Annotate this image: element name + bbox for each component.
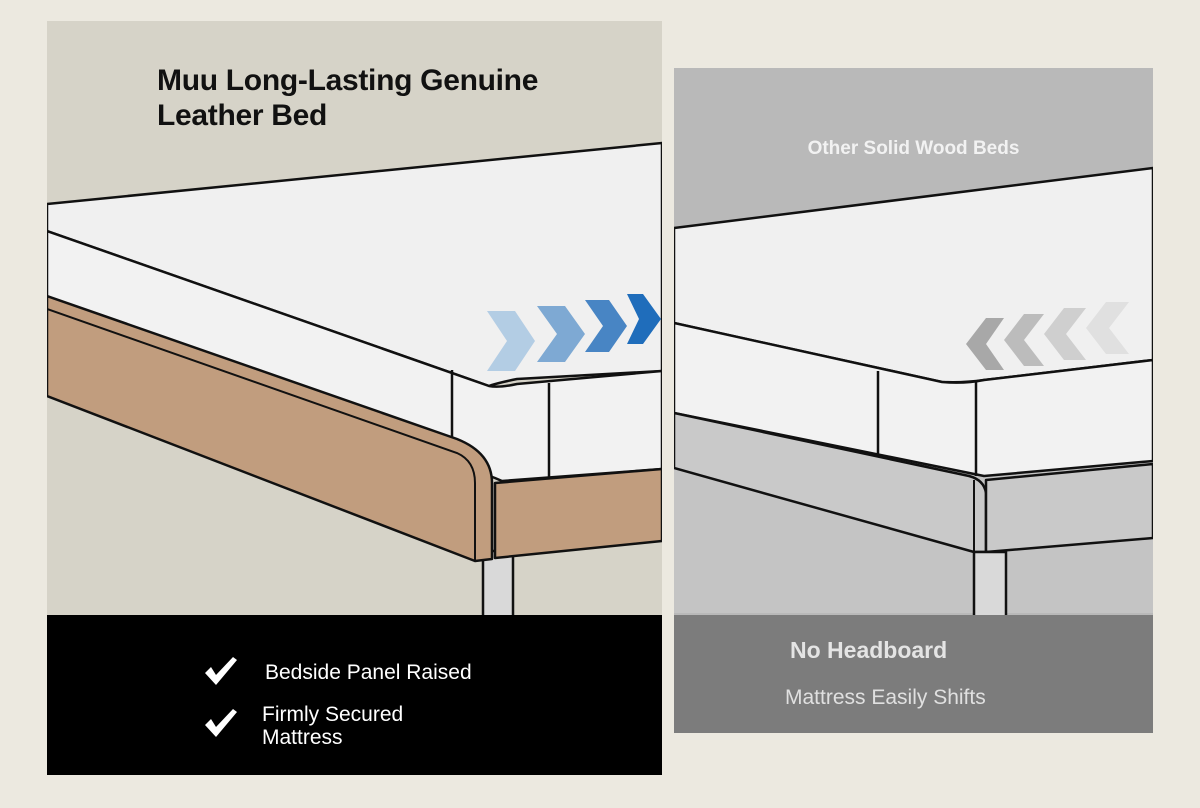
arrow-chevron	[487, 311, 535, 371]
feature-secured-mattress: Firmly Secured Mattress	[262, 703, 404, 749]
mattress-side	[674, 321, 1153, 478]
checkmark-icon	[205, 709, 237, 737]
side-rail	[984, 462, 1153, 554]
muu-bed-illustration	[47, 21, 662, 775]
mattress-shifts-text: Mattress Easily Shifts	[785, 686, 986, 709]
page-title: Muu Long-Lasting Genuine Leather Bed	[157, 64, 539, 132]
raised-bedside-panel	[47, 294, 494, 563]
arrow-chevron	[627, 294, 661, 344]
arrows-right-icon	[487, 294, 661, 371]
mattress-side	[47, 229, 662, 483]
arrow-chevron	[966, 318, 1004, 370]
checkmark-icon	[205, 657, 237, 685]
arrow-chevron	[537, 306, 585, 362]
side-rail	[493, 467, 662, 560]
other-beds-panel: Other Solid Wood Beds No Headboard Mattr…	[674, 68, 1153, 733]
other-bed-illustration	[674, 68, 1153, 733]
bed-leg	[972, 550, 1008, 619]
muu-bed-panel: Muu Long-Lasting Genuine Leather Bed Bed…	[47, 21, 662, 775]
comparison-title: Other Solid Wood Beds	[807, 138, 1020, 159]
no-headboard-heading: No Headboard	[790, 637, 948, 663]
features-footer	[47, 615, 662, 775]
feature-bedside-panel: Bedside Panel Raised	[265, 661, 472, 684]
arrow-chevron	[1086, 302, 1129, 354]
drawbacks-footer	[674, 615, 1153, 733]
arrow-chevron	[1044, 308, 1086, 360]
arrows-left-icon	[966, 302, 1129, 370]
arrow-chevron	[1004, 314, 1044, 366]
panel-edge-line	[47, 308, 476, 561]
arrow-chevron	[585, 300, 627, 352]
